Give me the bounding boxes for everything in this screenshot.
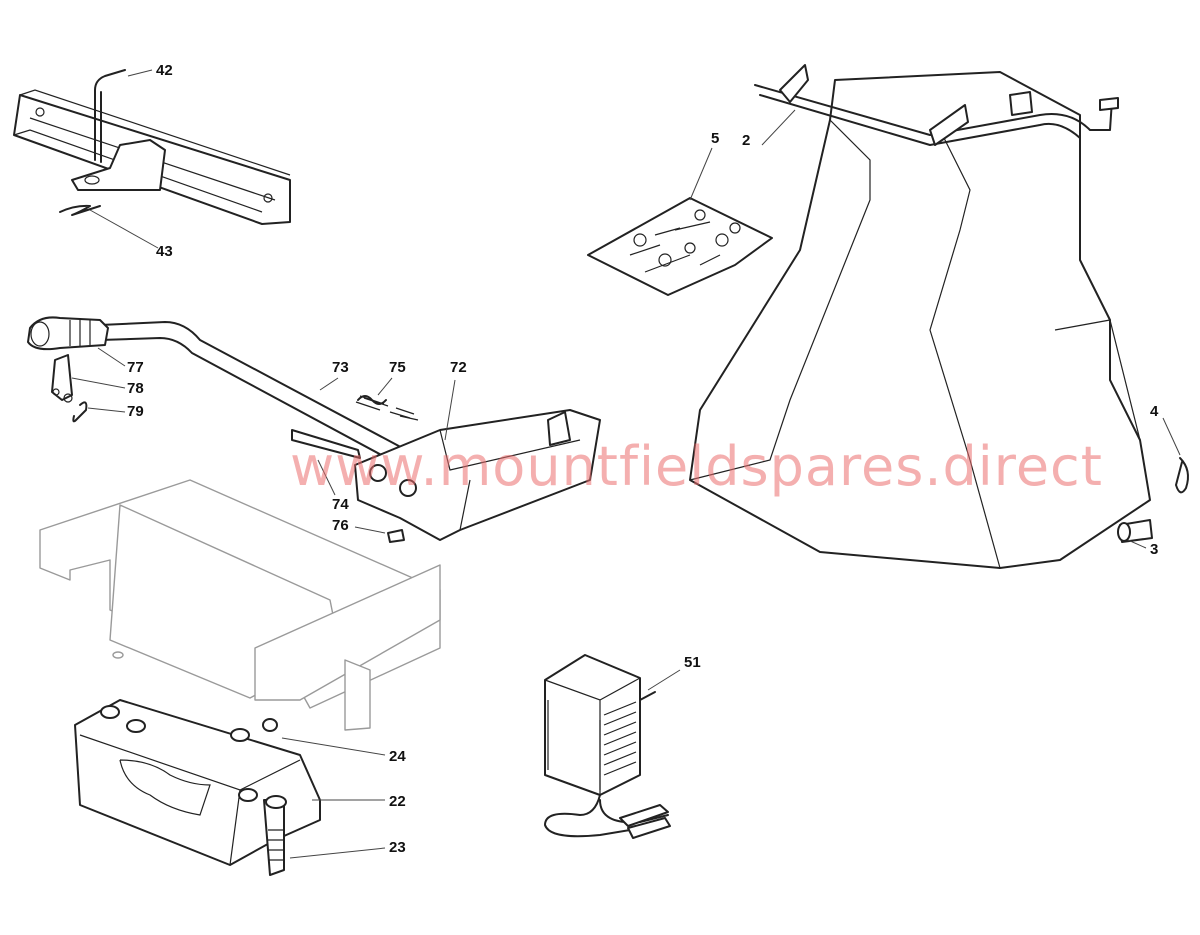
watermark-text: www.mountfieldspares.direct	[290, 435, 1103, 498]
callout-2: 2	[742, 132, 750, 149]
callout-72: 72	[450, 359, 467, 376]
callout-51: 51	[684, 654, 701, 671]
channel-bracket-assembly	[13, 69, 291, 225]
callout-75: 75	[389, 359, 406, 376]
leader-lines	[71, 69, 1181, 859]
chassis-ghost	[39, 479, 441, 731]
callout-77: 77	[127, 359, 144, 376]
pivot-bracket-assembly	[291, 395, 601, 543]
fastener-bag	[587, 197, 773, 296]
callout-labels: 42 43 5 2 4 3 51 77 78 79 73 75 72 74 76…	[127, 62, 1159, 856]
callout-73: 73	[332, 359, 349, 376]
callout-43: 43	[156, 243, 173, 260]
battery-charger	[544, 654, 671, 839]
callout-3: 3	[1150, 541, 1158, 558]
callout-42: 42	[156, 62, 173, 79]
lever-assembly	[27, 316, 411, 466]
callout-74: 74	[332, 496, 349, 513]
callout-22: 22	[389, 793, 406, 810]
grass-bag-assembly	[689, 64, 1189, 569]
callout-24: 24	[389, 748, 406, 765]
callout-5: 5	[711, 130, 719, 147]
callout-23: 23	[389, 839, 406, 856]
callout-4: 4	[1150, 403, 1159, 420]
weight-block-assembly	[74, 699, 321, 876]
callout-78: 78	[127, 380, 144, 397]
callout-76: 76	[332, 517, 349, 534]
callout-79: 79	[127, 403, 144, 420]
